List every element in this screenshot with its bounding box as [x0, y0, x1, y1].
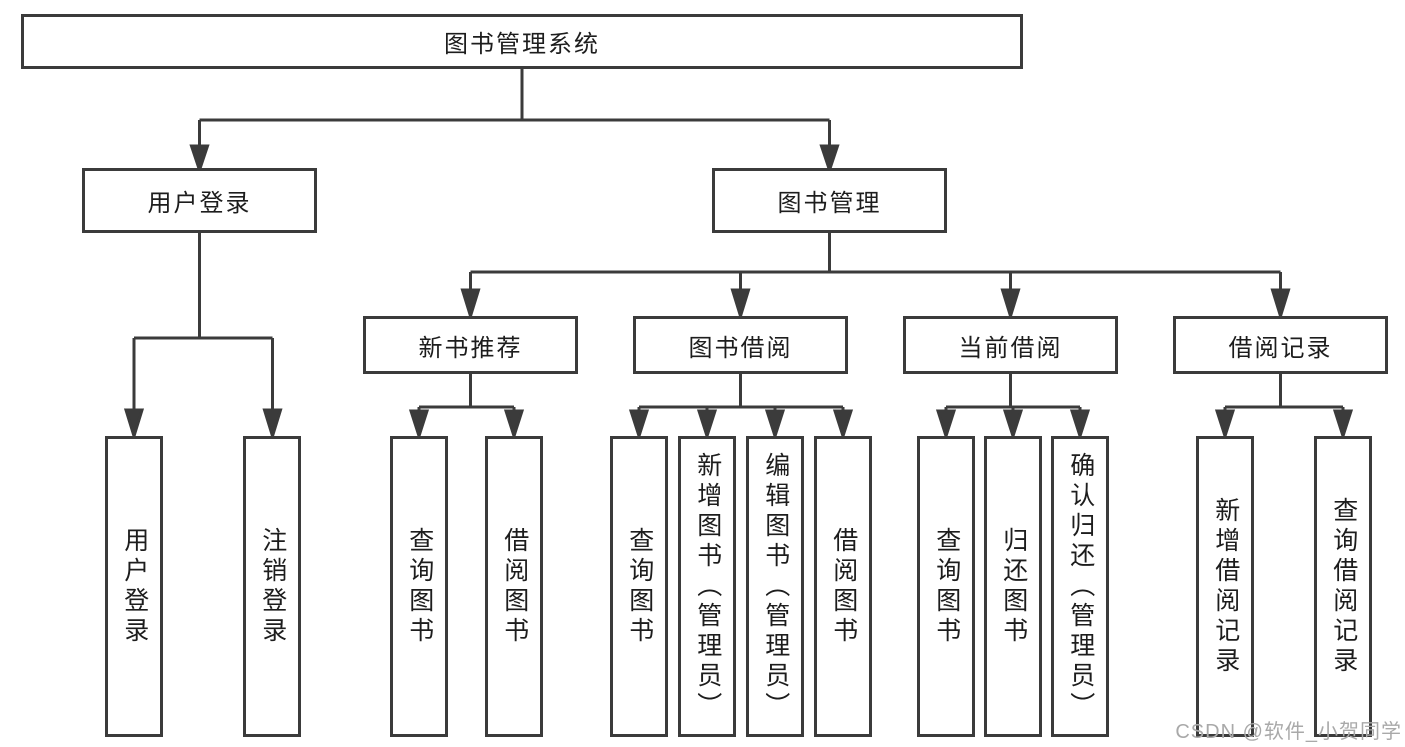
leaf-add-books-admin: 新增图书（管理员）: [678, 436, 736, 737]
connector-userlogin-to-leaves: [123, 233, 283, 442]
node-user-login: 用户登录: [82, 168, 317, 233]
node-label: 查询借阅记录: [1329, 496, 1358, 677]
connector-bookmgmt-to-level3: [460, 233, 1291, 322]
node-label: 编辑图书（管理员）: [761, 451, 790, 722]
node-label: 新增图书（管理员）: [693, 451, 722, 722]
leaf-confirm-return-admin: 确认归还（管理员）: [1051, 436, 1109, 737]
node-book-management: 图书管理: [712, 168, 947, 233]
node-label: 当前借阅: [958, 334, 1063, 362]
csdn-watermark: CSDN @软件_小贺同学: [1175, 721, 1402, 743]
leaf-query-books-recommend: 查询图书: [390, 436, 448, 737]
node-label: 注销登录: [258, 526, 287, 647]
node-label: 借阅图书: [829, 526, 858, 647]
leaf-query-books-current: 查询图书: [917, 436, 975, 737]
node-label: 图书管理系统: [444, 31, 600, 58]
connector-borrowing-to-leaves: [628, 374, 854, 441]
node-label: 图书管理: [777, 190, 882, 217]
node-label: 确认归还（管理员）: [1066, 451, 1095, 722]
connector-records-to-leaves: [1214, 374, 1354, 441]
node-label: 查询图书: [932, 526, 961, 647]
leaf-user-login: 用户登录: [105, 436, 163, 737]
node-label: 新书推荐: [418, 334, 523, 362]
node-label: 归还图书: [999, 526, 1028, 647]
leaf-borrow-books: 借阅图书: [814, 436, 872, 737]
node-label: 用户登录: [147, 190, 252, 217]
leaf-borrow-books-recommend: 借阅图书: [485, 436, 543, 737]
leaf-add-borrow-record: 新增借阅记录: [1196, 436, 1254, 737]
leaf-query-books-borrowing: 查询图书: [610, 436, 668, 737]
node-borrowing-records: 借阅记录: [1173, 316, 1388, 374]
leaf-return-books: 归还图书: [984, 436, 1042, 737]
node-label: 借阅图书: [500, 526, 529, 647]
node-root-library-system: 图书管理系统: [21, 14, 1023, 69]
node-label: 图书借阅: [688, 334, 793, 362]
leaf-query-borrow-record: 查询借阅记录: [1314, 436, 1372, 737]
node-book-borrowing: 图书借阅: [633, 316, 848, 374]
node-label: 用户登录: [120, 526, 149, 647]
leaf-edit-books-admin: 编辑图书（管理员）: [746, 436, 804, 737]
node-new-book-recommend: 新书推荐: [363, 316, 578, 374]
node-label: 查询图书: [405, 526, 434, 647]
node-label: 借阅记录: [1228, 334, 1333, 362]
connector-currentborrow-to-leaves: [935, 374, 1091, 441]
node-label: 查询图书: [625, 526, 654, 647]
connector-newbooks-to-leaves: [408, 374, 525, 441]
connector-root-to-level2: [189, 69, 840, 175]
node-current-borrowing: 当前借阅: [903, 316, 1118, 374]
leaf-logout: 注销登录: [243, 436, 301, 737]
node-label: 新增借阅记录: [1211, 496, 1240, 677]
